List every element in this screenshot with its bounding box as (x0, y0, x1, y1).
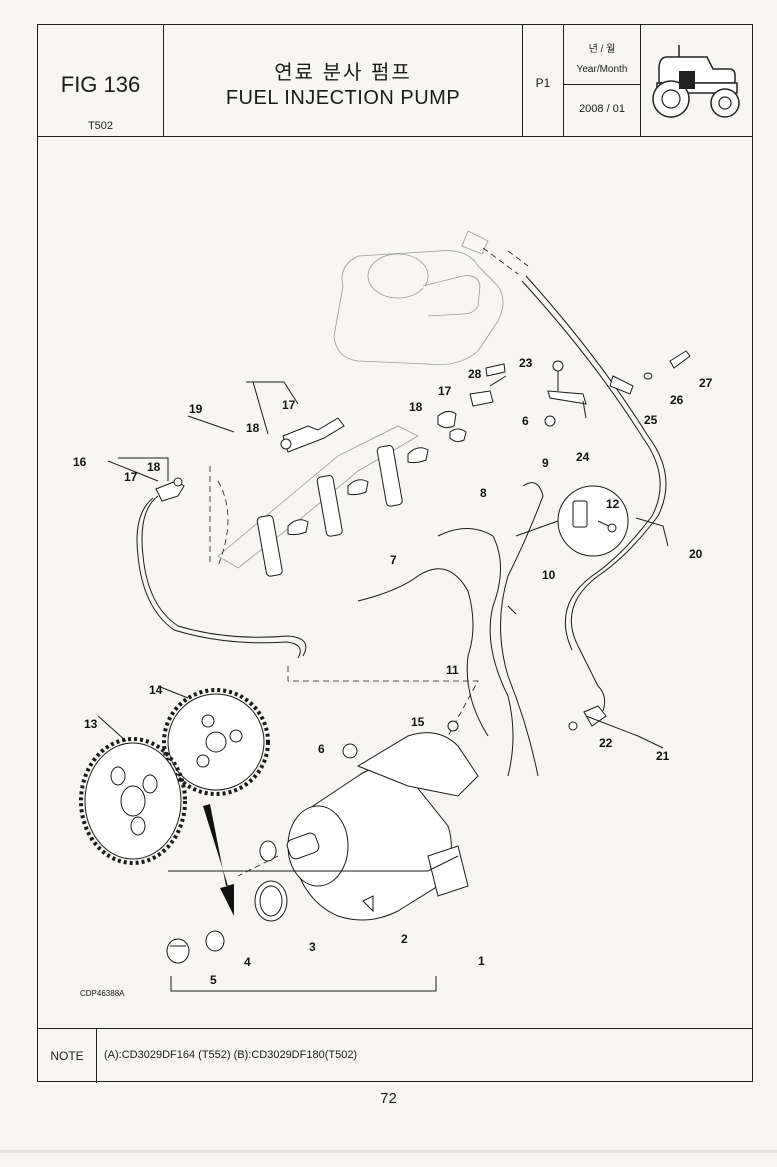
injector-bank (209, 425, 429, 577)
callout-4: 4 (244, 955, 251, 969)
scan-bottom-edge (0, 1150, 777, 1153)
page-code: P1 (535, 76, 551, 90)
callout-25: 25 (644, 413, 658, 427)
callout-27: 27 (699, 376, 713, 390)
callout-26: 26 (670, 393, 684, 407)
title-cell: 연료 분사 펌프 FUEL INJECTION PUMP (164, 25, 523, 136)
callout-6-upper: 6 (522, 414, 529, 428)
figure-cell: FIG 136 T502 (38, 25, 164, 136)
drawing-reference-code: CDP46388A (80, 989, 125, 998)
callout-8: 8 (480, 486, 487, 500)
callout-14: 14 (149, 683, 163, 697)
callout-17-left: 17 (124, 470, 138, 484)
note-text: (A):CD3029DF164 (T552) (B):CD3029DF180(T… (104, 1049, 358, 1061)
callout-19: 19 (189, 402, 203, 416)
fuel-lines (136, 250, 667, 777)
title-english: FUEL INJECTION PUMP (225, 87, 461, 109)
year-month-header: 년 / 월 Year/Month (564, 25, 640, 85)
year-month-cell: 년 / 월 Year/Month 2008 / 01 (564, 25, 641, 136)
callout-9: 9 (542, 456, 549, 470)
drive-gear (79, 737, 187, 865)
pump-body (237, 732, 479, 921)
note-row: NOTE (A):CD3029DF164 (T552) (B):CD3029DF… (38, 1028, 752, 1083)
callout-17-middle: 17 (282, 398, 296, 412)
figure-code: T502 (87, 120, 114, 132)
mounting-hardware (166, 350, 691, 964)
callout-5: 5 (210, 973, 217, 987)
callout-18-middle: 18 (246, 421, 260, 435)
title-block: FIG 136 T502 연료 분사 펌프 FUEL INJECTION PUM… (38, 25, 752, 137)
callout-11: 11 (446, 663, 459, 677)
callout-21: 21 (656, 749, 670, 763)
leak-off-fittings (155, 375, 507, 502)
year-month-label-english: Year/Month (576, 64, 628, 75)
callout-20: 20 (689, 547, 703, 561)
tractor-icon (652, 45, 740, 118)
callout-10: 10 (542, 568, 556, 582)
page-code-cell: P1 (523, 25, 564, 136)
year-month-value: 2008 / 01 (579, 103, 625, 115)
callout-23: 23 (519, 356, 533, 370)
callout-12: 12 (606, 497, 620, 511)
detail-clip-inset (515, 485, 629, 557)
page-number: 72 (380, 1090, 397, 1107)
callout-18-right: 18 (409, 400, 423, 414)
callout-13: 13 (84, 717, 98, 731)
year-month-label-korean: 년 / 월 (588, 44, 616, 55)
callout-3: 3 (309, 940, 316, 954)
callout-15: 15 (411, 715, 425, 729)
callout-16: 16 (73, 455, 87, 469)
leader-lines (97, 381, 669, 992)
title-korean: 연료 분사 펌프 (274, 62, 412, 84)
figure-number: FIG 136 (60, 72, 141, 97)
callout-1: 1 (478, 954, 485, 968)
callout-22: 22 (599, 736, 613, 750)
note-label: NOTE (38, 1029, 97, 1083)
callout-28: 28 (468, 367, 482, 381)
exploded-view-diagram: 1 2 3 4 5 6 6 7 8 9 10 11 12 13 14 15 16… (73, 230, 713, 998)
callout-18-left: 18 (147, 460, 161, 474)
tractor-icon-cell (641, 25, 754, 136)
callout-7: 7 (390, 553, 397, 567)
parts-drawing: 1 2 3 4 5 6 6 7 8 9 10 11 12 13 14 15 16… (38, 136, 752, 1028)
page-frame: FIG 136 T502 연료 분사 펌프 FUEL INJECTION PUM… (37, 24, 753, 1083)
pump-gear (162, 688, 270, 796)
callout-17-right: 17 (438, 384, 452, 398)
engine-block-ghost (333, 230, 519, 366)
callout-6-lower: 6 (318, 742, 325, 756)
callout-2: 2 (401, 932, 408, 946)
callout-24: 24 (576, 450, 590, 464)
